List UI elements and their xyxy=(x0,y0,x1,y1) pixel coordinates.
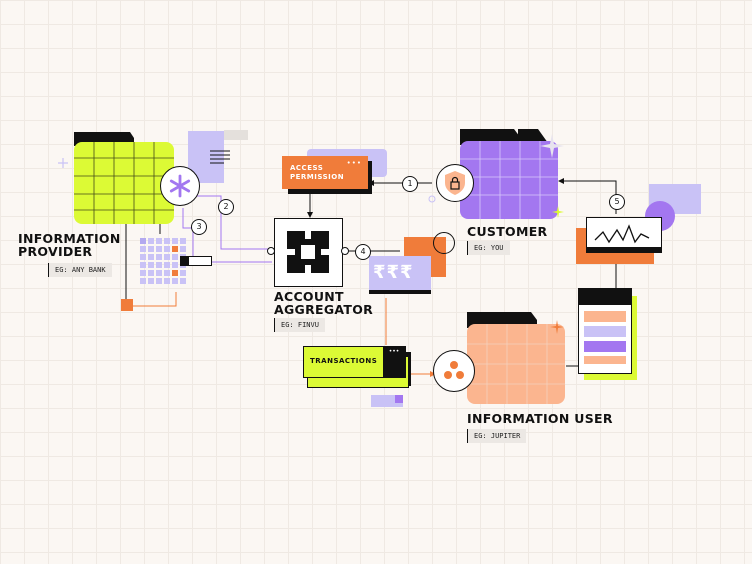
chart-card xyxy=(586,217,662,253)
access-permission-label: ACCESS PERMISSION xyxy=(290,164,345,181)
transactions-label: TRANSACTIONS xyxy=(310,357,378,365)
orange-square-decoration xyxy=(121,299,133,311)
grid-square xyxy=(172,254,178,260)
grid-square xyxy=(148,278,154,284)
grid-square xyxy=(156,270,162,276)
grid-square xyxy=(172,246,178,252)
grid-square xyxy=(148,270,154,276)
grid-square xyxy=(164,254,170,260)
grid-square xyxy=(140,238,146,244)
rupee-icons: ₹₹₹ xyxy=(373,262,414,283)
aggregator-title: ACCOUNT AGGREGATOR xyxy=(274,289,374,317)
card-menu-icon: ••• xyxy=(383,347,405,377)
user-title: INFORMATION USER xyxy=(467,411,613,426)
wire-orange-square xyxy=(133,292,177,307)
grid-square xyxy=(140,262,146,268)
zigzag-chart-icon xyxy=(587,224,661,252)
currency-card: ₹₹₹ xyxy=(369,256,431,294)
access-permission-card: ACCESS PERMISSION ••• xyxy=(282,156,368,189)
provider-example: EG: ANY BANK xyxy=(48,263,112,277)
step-1-marker: 1 xyxy=(402,176,418,192)
step-5-marker: 5 xyxy=(609,194,625,210)
wire-arrow-2 xyxy=(307,212,313,218)
wire-provider-aggregator xyxy=(196,195,272,250)
orange-sparkle-icon xyxy=(550,320,564,334)
grid-square xyxy=(172,262,178,268)
grid-square xyxy=(164,238,170,244)
step-2-marker: 2 xyxy=(218,199,234,215)
grid-square xyxy=(140,254,146,260)
grid-square xyxy=(164,278,170,284)
grid-square xyxy=(180,278,186,284)
lines-icon xyxy=(210,150,230,164)
grid-square xyxy=(180,270,186,276)
grid-square xyxy=(140,270,146,276)
grid-square xyxy=(156,278,162,284)
grid-square xyxy=(156,246,162,252)
grid-square xyxy=(164,262,170,268)
grid-square xyxy=(156,254,162,260)
aggregator-port-left xyxy=(267,247,275,255)
slider-decoration xyxy=(180,256,212,266)
customer-folder xyxy=(460,129,558,219)
aggregator-logo-icon xyxy=(287,231,329,273)
currency-card-base xyxy=(369,290,431,294)
grid-square xyxy=(172,278,178,284)
grid-square xyxy=(164,270,170,276)
grid-square xyxy=(148,246,154,252)
lock-shield-icon xyxy=(445,171,465,195)
dots-cluster-icon xyxy=(444,361,464,379)
aggregator-example: EG: FINVU xyxy=(274,318,325,332)
aggregator-box xyxy=(274,218,343,287)
grid-square xyxy=(172,238,178,244)
transactions-card: TRANSACTIONS ••• xyxy=(303,346,406,378)
provider-folder xyxy=(74,132,174,224)
plus-decoration xyxy=(58,158,68,168)
grid-square xyxy=(180,246,186,252)
customer-badge xyxy=(436,164,474,202)
grid-square xyxy=(140,246,146,252)
document-tab-decoration xyxy=(224,130,248,140)
dot-decoration xyxy=(428,195,436,203)
grid-square xyxy=(148,254,154,260)
card-menu-icon: ••• xyxy=(346,159,362,167)
grid-square xyxy=(148,262,154,268)
wire-arrow-4 xyxy=(558,178,564,184)
customer-example: EG: YOU xyxy=(467,241,510,255)
customer-title: CUSTOMER xyxy=(467,224,548,239)
circle-decoration xyxy=(433,232,455,254)
grid-square xyxy=(164,246,170,252)
grid-square xyxy=(140,278,146,284)
provider-badge xyxy=(160,166,200,206)
grid-square xyxy=(180,238,186,244)
wire-chart-customer xyxy=(562,180,617,214)
user-example: EG: JUPITER xyxy=(467,429,527,443)
step-3-marker: 3 xyxy=(191,219,207,235)
sparkle-icon xyxy=(540,134,564,158)
user-badge xyxy=(433,350,475,392)
grid-square xyxy=(156,238,162,244)
grid-square xyxy=(148,238,154,244)
user-folder xyxy=(467,312,565,404)
asterisk-icon xyxy=(169,174,191,198)
aggregator-port-right xyxy=(341,247,349,255)
grid-square xyxy=(172,270,178,276)
grid-square xyxy=(156,262,162,268)
small-sparkle-icon xyxy=(552,206,564,218)
square-grid-decoration xyxy=(140,238,186,284)
provider-title: INFORMATION PROVIDER xyxy=(18,231,121,259)
phone-card xyxy=(578,288,632,374)
lavender-strip-decoration xyxy=(371,395,403,407)
step-4-marker: 4 xyxy=(355,244,371,260)
